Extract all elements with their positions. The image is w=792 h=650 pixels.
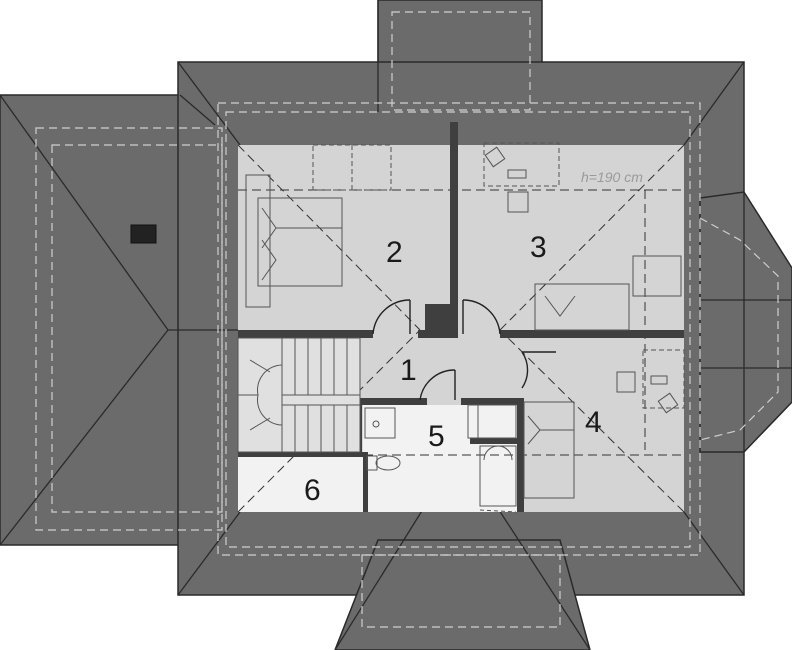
walls <box>238 122 684 512</box>
room-labels: 2 3 1 4 5 6 <box>304 231 602 507</box>
bed-icon-room-3 <box>534 283 630 331</box>
sink-icon <box>364 407 396 439</box>
desk-icon-room-4 <box>642 349 685 409</box>
room-5-label: 5 <box>428 420 445 453</box>
door-room-4 <box>521 351 529 389</box>
shower-icon <box>467 404 517 439</box>
staircase <box>237 337 361 453</box>
toilet-icon <box>366 455 378 471</box>
desk-icon <box>483 142 560 187</box>
bed-icon <box>257 197 343 287</box>
room-6-label: 6 <box>304 474 321 507</box>
ceiling-height-annotation: h=190 cm <box>581 169 643 185</box>
furniture <box>245 142 685 513</box>
roof-wing-left <box>0 94 181 546</box>
chair-icon <box>507 191 529 213</box>
chimney-icon <box>130 224 157 244</box>
room-2-label: 2 <box>386 236 403 269</box>
floor-room-5 <box>363 405 521 512</box>
door-room-2 <box>372 299 411 335</box>
room-1-label: 1 <box>400 354 417 387</box>
bed-icon-room-4 <box>523 401 575 499</box>
door-bathroom <box>419 369 456 401</box>
room-3-label: 3 <box>530 231 547 264</box>
room-4-label: 4 <box>585 406 602 439</box>
roof-dashed-outlines <box>35 11 779 628</box>
roof-dormer-bottom <box>334 539 591 650</box>
door-room-3 <box>462 299 501 335</box>
doors <box>372 299 556 401</box>
floor-room-6 <box>238 455 363 512</box>
